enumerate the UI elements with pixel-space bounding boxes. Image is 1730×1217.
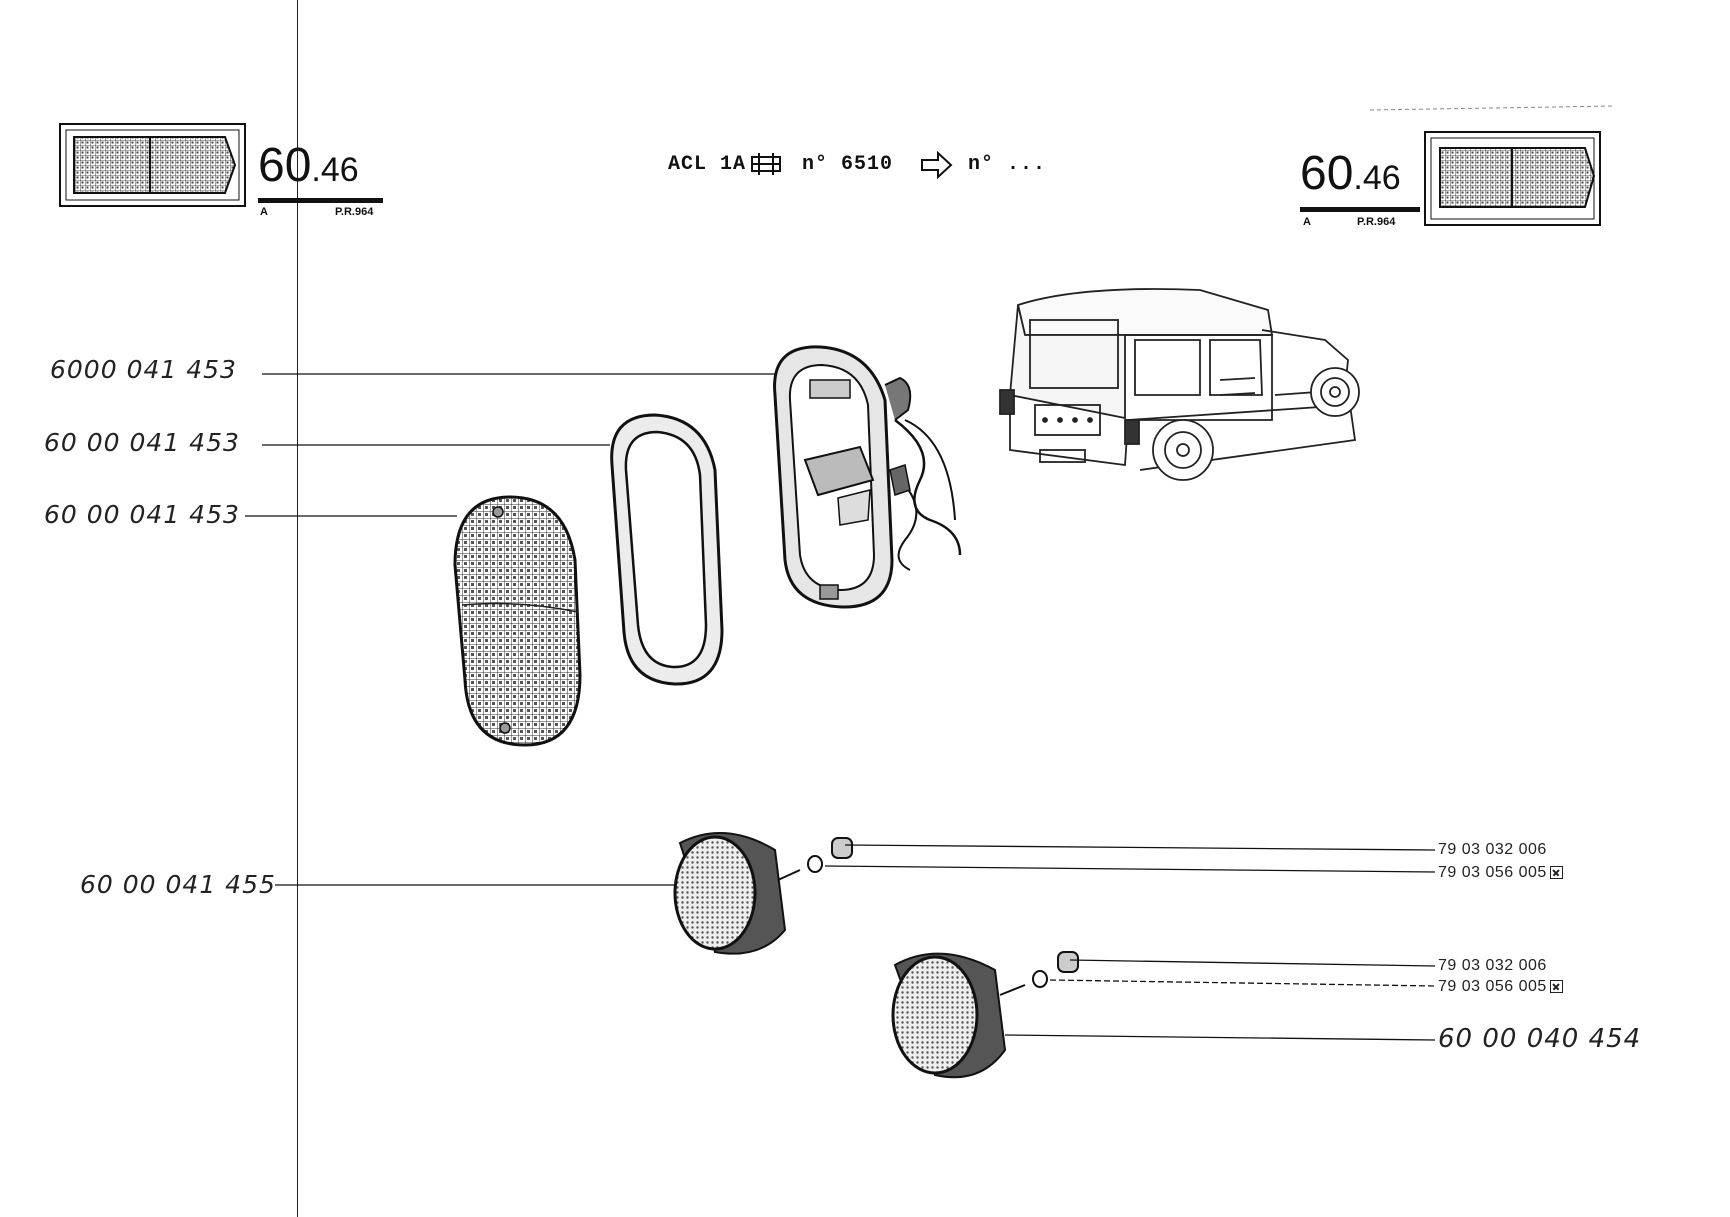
badge-sub-right: A <box>1303 216 1311 228</box>
code-major: 60 <box>1300 147 1354 200</box>
part-ref-housing: 6000 041 453 <box>50 355 237 384</box>
vehicle-illustration <box>999 288 1360 481</box>
part-ref-washer-lower-text: 79 03 056 005 <box>1438 978 1547 995</box>
part-ref-washer-upper-text: 79 03 056 005 <box>1438 864 1547 881</box>
serial-to: n° ... <box>968 153 1047 176</box>
lamp-icon-right <box>1424 131 1601 226</box>
arrow-right-icon <box>921 150 953 180</box>
vehicle-symbol-icon <box>751 153 781 175</box>
rule-top-right <box>1369 105 1616 111</box>
lamp-icon-left <box>59 123 246 207</box>
page-margin-line <box>297 0 298 1217</box>
code-badge-right: 60.46 <box>1300 146 1401 201</box>
replaced-mark-icon <box>1549 866 1563 879</box>
model-label: ACL 1A <box>668 153 747 176</box>
badge-ref-left: P.R.964 <box>335 206 374 218</box>
badge-sub-left: A <box>260 206 268 218</box>
code-underline-right <box>1300 207 1420 212</box>
replaced-mark-icon <box>1549 980 1563 993</box>
part-ref-reflector: 60 00 041 455 <box>80 870 276 899</box>
code-minor: .46 <box>311 151 359 189</box>
reflector-lower <box>891 951 1079 1079</box>
part-ref-reflector-lower: 60 00 040 454 <box>1438 1024 1642 1054</box>
part-ref-washer-upper: 79 03 056 005 <box>1438 864 1563 882</box>
leader-lines-left <box>245 373 775 886</box>
code-minor: .46 <box>1353 159 1401 197</box>
code-badge-left: 60.46 <box>258 138 359 193</box>
part-ref-nut-upper: 79 03 032 006 <box>1438 841 1547 858</box>
lamp-gasket <box>610 413 724 686</box>
code-major: 60 <box>258 139 312 192</box>
part-ref-lens: 60 00 041 453 <box>44 500 240 529</box>
part-ref-washer-lower: 79 03 056 005 <box>1438 978 1563 996</box>
badge-ref-right: P.R.964 <box>1357 216 1396 228</box>
part-ref-gasket: 60 00 041 453 <box>44 428 240 457</box>
serial-from: n° 6510 <box>802 153 894 176</box>
part-ref-nut-lower: 79 03 032 006 <box>1438 957 1547 974</box>
reflector-upper <box>673 832 853 955</box>
lamp-lens <box>453 495 582 747</box>
leader-lines-right <box>824 844 1436 1041</box>
code-underline-left <box>258 198 383 203</box>
lamp-housing <box>773 345 962 609</box>
